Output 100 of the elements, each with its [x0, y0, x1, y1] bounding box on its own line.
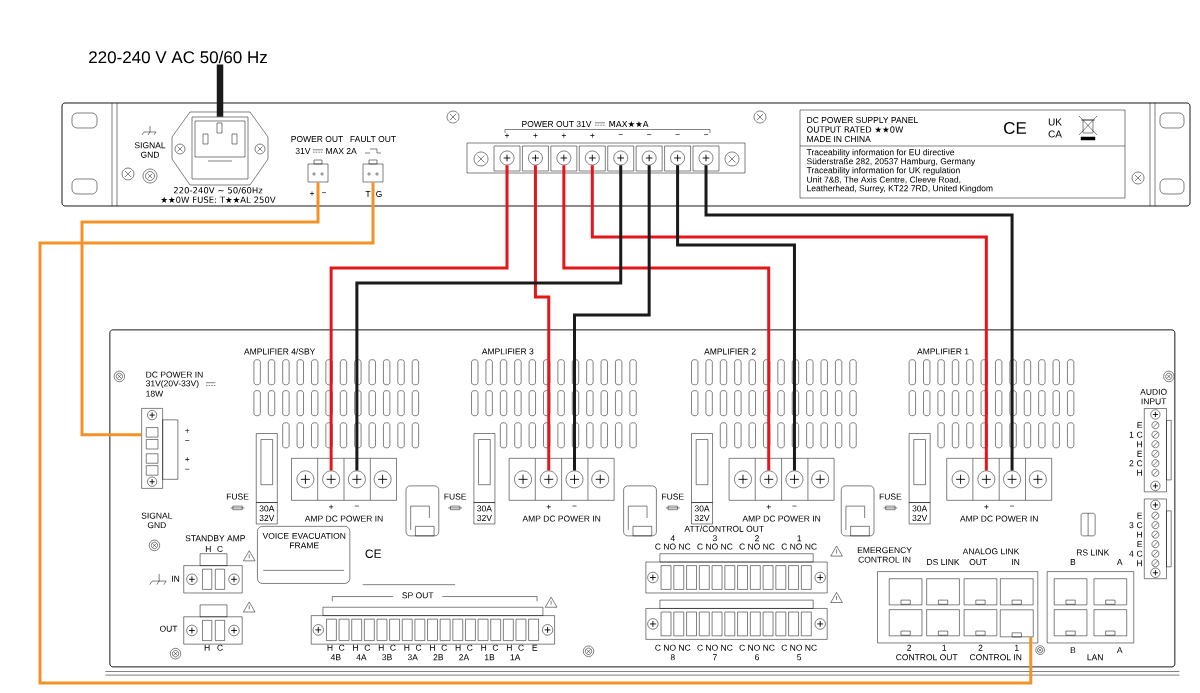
- panel-label: AUDIO INPUT: [1140, 388, 1167, 405]
- pin-label: 1A: [510, 654, 521, 661]
- panel-label: IN: [172, 575, 180, 582]
- pin-label: C NO NC: [781, 543, 817, 550]
- pin-label: E: [532, 644, 538, 651]
- polarity-label: −: [185, 440, 190, 441]
- pin-label: H: [1137, 441, 1142, 448]
- rating-text: OUTPUT RATED ★★0W: [807, 126, 904, 133]
- module-label: AMPLIFIER 2: [704, 348, 756, 355]
- pin-label: 4: [1129, 550, 1134, 557]
- pin-label: C: [217, 644, 223, 651]
- pin-label: 3: [712, 535, 717, 542]
- pin-label: C: [415, 644, 422, 651]
- connector-label: 18W: [146, 390, 164, 397]
- connector-label: 31V: [295, 148, 311, 154]
- frame-label: VOICE EVACUATION FRAME: [262, 532, 346, 549]
- pin-label: 1B: [485, 654, 495, 661]
- panel-label: STANDBY AMP: [185, 535, 245, 542]
- pin-label: 2: [1129, 460, 1134, 467]
- pin-label: H: [205, 546, 211, 552]
- pin-label: 2A: [459, 654, 470, 661]
- wire: [562, 165, 771, 471]
- pin-label: C NO NC: [739, 543, 775, 550]
- pin-label: 8: [670, 654, 675, 661]
- screw-terminal: [373, 470, 392, 489]
- pin-label: C NO NC: [781, 644, 817, 651]
- pin-label: C: [217, 545, 223, 552]
- pin-label: H: [327, 644, 333, 651]
- pin-label: H: [404, 644, 410, 651]
- panel-label: LAN: [1087, 654, 1103, 661]
- pin-label: E: [1137, 422, 1143, 429]
- polarity-label: +: [546, 504, 551, 509]
- polarity-label: +: [504, 133, 510, 138]
- screw-terminal: [514, 470, 532, 489]
- pin-label: C: [467, 644, 473, 651]
- pin-label: C: [441, 644, 447, 651]
- pin-label: H: [481, 644, 487, 651]
- polarity-label: +: [984, 504, 989, 509]
- module-label: AMPLIFIER 1: [917, 348, 969, 355]
- module-label: AMPLIFIER 3: [481, 348, 534, 355]
- wire: [533, 165, 551, 471]
- pin-label: C: [339, 644, 345, 651]
- panel-label: ATT/CONTROL OUT: [684, 525, 764, 532]
- rating-text: DC POWER SUPPLY PANEL: [807, 117, 918, 123]
- pin-label: C NO NC: [739, 644, 775, 651]
- pin-label: H: [1137, 560, 1142, 567]
- pin-label: C: [492, 644, 499, 651]
- panel-label: OUT: [969, 559, 987, 566]
- pin-label: 1: [797, 535, 802, 542]
- pin-label: 7: [712, 654, 717, 661]
- connector-label: FAULT OUT: [350, 136, 396, 142]
- wire: [80, 182, 320, 437]
- pin-label: E: [1137, 450, 1143, 457]
- pin-label: H: [204, 644, 210, 651]
- rating-text: Traceability information for UK regulation: [806, 167, 960, 175]
- mark-text: CA: [1048, 130, 1062, 138]
- polarity-label: −: [321, 192, 327, 194]
- port-label: B: [1070, 647, 1076, 654]
- port-label: 1: [1015, 644, 1019, 651]
- supply-label: 220-240 V AC 50/60 Hz: [89, 50, 267, 64]
- screw-terminal: [951, 470, 970, 489]
- screw-terminal: [296, 470, 315, 489]
- wire: [329, 165, 509, 471]
- wire: [38, 182, 1033, 685]
- polarity-label: +: [590, 133, 595, 138]
- ce-mark: CE: [1004, 122, 1027, 134]
- pin-label: 2: [755, 535, 759, 542]
- polarity-label: +: [185, 428, 190, 433]
- ce-mark: CE: [365, 549, 382, 558]
- polarity-label: −: [647, 134, 652, 136]
- connector-label: POWER OUT: [291, 136, 343, 142]
- pin-label: H: [455, 644, 461, 651]
- connector-label: DC POWER IN: [146, 371, 203, 378]
- pin-label: C: [1136, 550, 1143, 557]
- polarity-label: −: [1010, 505, 1015, 507]
- panel-label: SP OUT: [402, 592, 434, 599]
- fuse-label: FUSE: [662, 493, 684, 500]
- screw-terminal: [734, 470, 752, 489]
- polarity-label: +: [185, 457, 190, 462]
- polarity-label: −: [185, 468, 190, 470]
- rack-panel: [61, 102, 1191, 207]
- panel-label: EMERGENCY CONTROL IN: [857, 547, 912, 563]
- block-label: AMP DC POWER IN: [742, 515, 821, 522]
- pin-label: C: [390, 644, 396, 651]
- polarity-label: −: [675, 134, 680, 136]
- polarity-label: −: [792, 505, 797, 507]
- polarity-label: G: [376, 191, 382, 197]
- screw-terminal: [591, 470, 609, 489]
- wire: [216, 64, 224, 117]
- pin-label: 6: [755, 654, 759, 661]
- fuse-label: FUSE: [226, 493, 249, 500]
- rating-label: 30A 32V: [259, 505, 275, 521]
- panel-label: CONTROL IN: [969, 654, 1022, 661]
- module-label: AMPLIFIER 4/SBY: [244, 348, 316, 355]
- port-label: 2: [907, 644, 912, 651]
- pin-label: H: [506, 644, 512, 651]
- panel-label: RS LINK: [1076, 549, 1110, 556]
- wire: [573, 165, 651, 471]
- screw-terminal: [811, 470, 829, 489]
- wire: [704, 165, 1014, 471]
